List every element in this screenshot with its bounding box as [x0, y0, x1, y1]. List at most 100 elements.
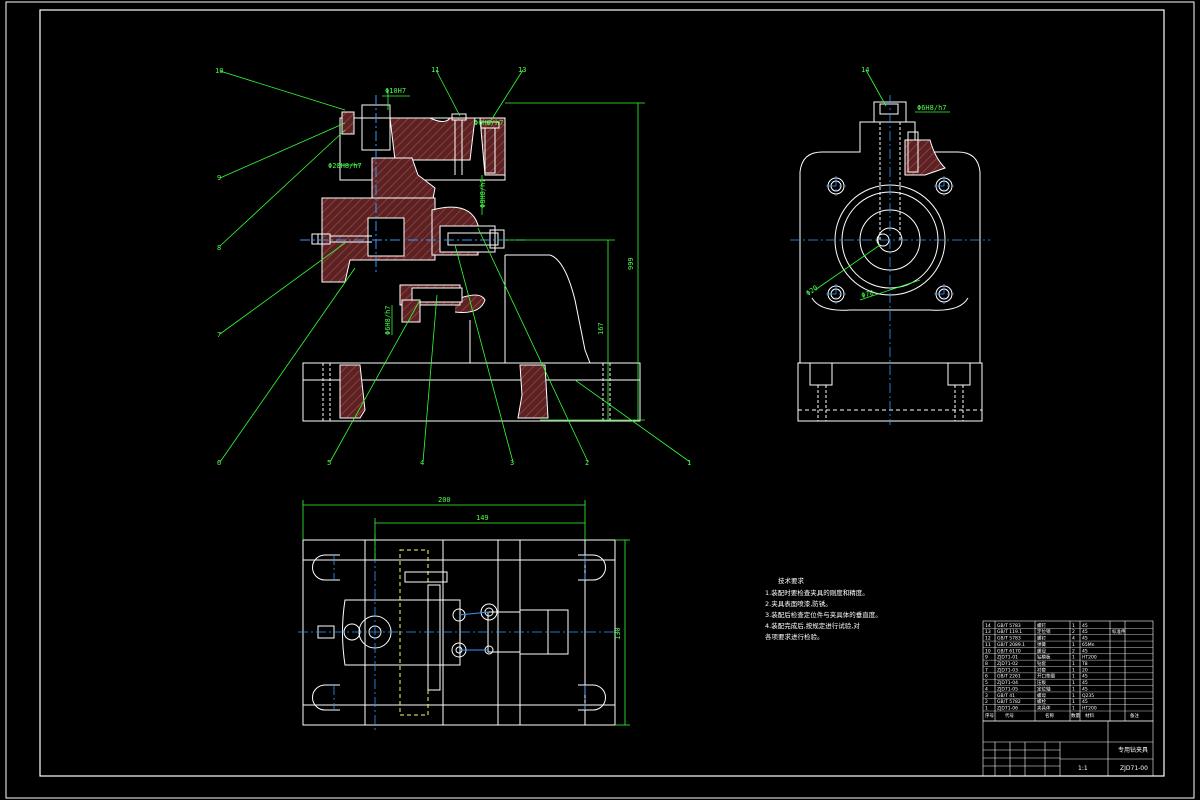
- balloon-8: 8: [217, 244, 221, 252]
- parts-cell: ZJD71-04: [997, 680, 1018, 686]
- parts-cell: GB/T 41: [997, 693, 1015, 699]
- parts-list: [982, 620, 1154, 722]
- parts-cell: 1: [1072, 667, 1075, 673]
- parts-cell: ZJD71-01: [997, 655, 1018, 661]
- parts-cell: 螺钉: [1037, 635, 1046, 642]
- balloon-2: 2: [585, 459, 589, 467]
- balloon-4: 4: [420, 459, 424, 467]
- parts-header-material: 材料: [1085, 712, 1094, 719]
- parts-cell: 45: [1082, 623, 1088, 629]
- overall-height-dim: 999: [627, 257, 635, 270]
- parts-cell: 8: [985, 661, 988, 667]
- parts-cell: 3: [985, 693, 988, 699]
- parts-cell: 1: [985, 706, 988, 712]
- parts-cell: GB/T 6170: [997, 648, 1021, 654]
- parts-cell: 1: [1072, 699, 1075, 705]
- fit-label-top: Φ10H7: [385, 87, 406, 95]
- parts-cell: GB/T 2261: [997, 674, 1021, 680]
- side-fit-label: Φ6H8/h7: [917, 104, 947, 112]
- parts-cell: 1: [1072, 661, 1075, 667]
- parts-cell: GB/T 2089.1: [997, 642, 1025, 648]
- parts-cell: 1: [1072, 642, 1075, 648]
- parts-cell: 45: [1082, 680, 1088, 686]
- parts-cell: HT200: [1082, 706, 1097, 712]
- balloon-14: 14: [861, 66, 869, 74]
- parts-cell: 4: [985, 686, 988, 692]
- parts-cell: 45: [1082, 629, 1088, 635]
- parts-cell: 螺母: [1037, 647, 1046, 654]
- parts-cell: GB/T 5783: [997, 623, 1021, 629]
- parts-cell: 45: [1082, 648, 1088, 654]
- parts-cell: ZJD71-06: [997, 706, 1018, 712]
- front-view: [300, 95, 641, 422]
- parts-cell: 5: [985, 680, 988, 686]
- hole-distance-dim: 149: [476, 514, 489, 522]
- fit-label-low: Φ6H8/h7: [384, 305, 392, 335]
- note-line-1: 1.装配时要检查夹具的刚度和精度。: [765, 588, 869, 597]
- parts-cell: 弹簧: [1037, 641, 1046, 648]
- note-line-4: 4.装配完成后,按规定进行试验,对: [765, 621, 860, 630]
- top-view-dimensions: [302, 500, 630, 726]
- side-view-centerlines: [790, 95, 990, 425]
- parts-cell: 2: [1072, 648, 1075, 654]
- parts-cell: 开口垫圈: [1037, 673, 1055, 680]
- balloon-13: 13: [518, 66, 526, 74]
- parts-cell: 12: [985, 636, 991, 642]
- drawing-frame: [5, 1, 1195, 799]
- parts-cell: 1: [1072, 674, 1075, 680]
- balloon-10: 10: [215, 67, 223, 75]
- top-view-centerlines: [298, 535, 620, 730]
- parts-header-qty: 数量: [1071, 712, 1080, 719]
- fit-label-left: Φ20H8/h7: [328, 162, 362, 170]
- parts-cell: 11: [985, 642, 991, 648]
- parts-cell: 1: [1072, 655, 1075, 661]
- parts-cell: 夹具体: [1037, 705, 1051, 712]
- parts-cell: 6: [985, 674, 988, 680]
- parts-cell: ZJD71-05: [997, 686, 1018, 692]
- parts-cell: GB/T 5783: [997, 636, 1021, 642]
- parts-cell: 45: [1082, 686, 1088, 692]
- parts-cell: 螺栓: [1037, 698, 1046, 705]
- note-line-5: 各项要求进行检验。: [765, 632, 824, 641]
- parts-cell: 7: [985, 667, 988, 673]
- balloon-5: 5: [327, 459, 331, 467]
- parts-cell: 2: [985, 699, 988, 705]
- parts-cell: ZJD71-03: [997, 667, 1018, 673]
- balloon-11: 11: [431, 66, 439, 74]
- balloon-6: 6: [217, 459, 221, 467]
- balloon-7: 7: [217, 331, 221, 339]
- parts-cell: 标准件: [1112, 628, 1126, 635]
- top-view-dim-text: 200 149 130: [438, 496, 622, 640]
- title-block-text: 序号 代号 名称 数量 材料 备注 专用钻夹具 ZJD71-00 1:1: [985, 712, 1148, 772]
- parts-cell: 1: [1072, 706, 1075, 712]
- parts-cell: GB/T 119.1: [997, 629, 1022, 635]
- parts-cell: 9: [985, 655, 988, 661]
- parts-cell: 压板: [1037, 679, 1046, 686]
- balloon-9: 9: [217, 174, 221, 182]
- parts-cell: 定位轴: [1037, 685, 1051, 692]
- front-view-leaders: [219, 69, 691, 463]
- side-dia-small: Φ20: [805, 284, 820, 298]
- parts-header-code: 代号: [1005, 712, 1014, 719]
- parts-header-no: 序号: [985, 712, 994, 719]
- parts-cell: 45: [1082, 699, 1088, 705]
- parts-cell: 螺钉: [1037, 622, 1046, 629]
- note-line-2: 2.夹具表面喷漆,防锈。: [765, 599, 832, 608]
- parts-cell: 1: [1072, 623, 1075, 629]
- drawing-name: 专用钻夹具: [1118, 746, 1148, 754]
- parts-cell: 1: [1072, 686, 1075, 692]
- parts-cell: 衬套: [1037, 666, 1046, 673]
- overall-length-dim: 200: [438, 496, 451, 504]
- side-view-annotations: [814, 69, 950, 301]
- side-dia-large: Φ70: [860, 289, 874, 300]
- drawing-scale: 1:1: [1078, 765, 1088, 772]
- parts-cell: 20: [1082, 667, 1088, 673]
- parts-cell: HT200: [1082, 655, 1097, 661]
- fit-label-right: Φ6H8/h7: [474, 119, 504, 127]
- parts-cell: 65Mn: [1082, 642, 1095, 648]
- parts-cell: 1: [1072, 693, 1075, 699]
- side-view-text: 14 Φ6H8/h7 Φ20 Φ70: [805, 66, 947, 300]
- balloon-numbers: 10 9 8 7 6 5 4 3 2 1 11 13: [215, 66, 691, 467]
